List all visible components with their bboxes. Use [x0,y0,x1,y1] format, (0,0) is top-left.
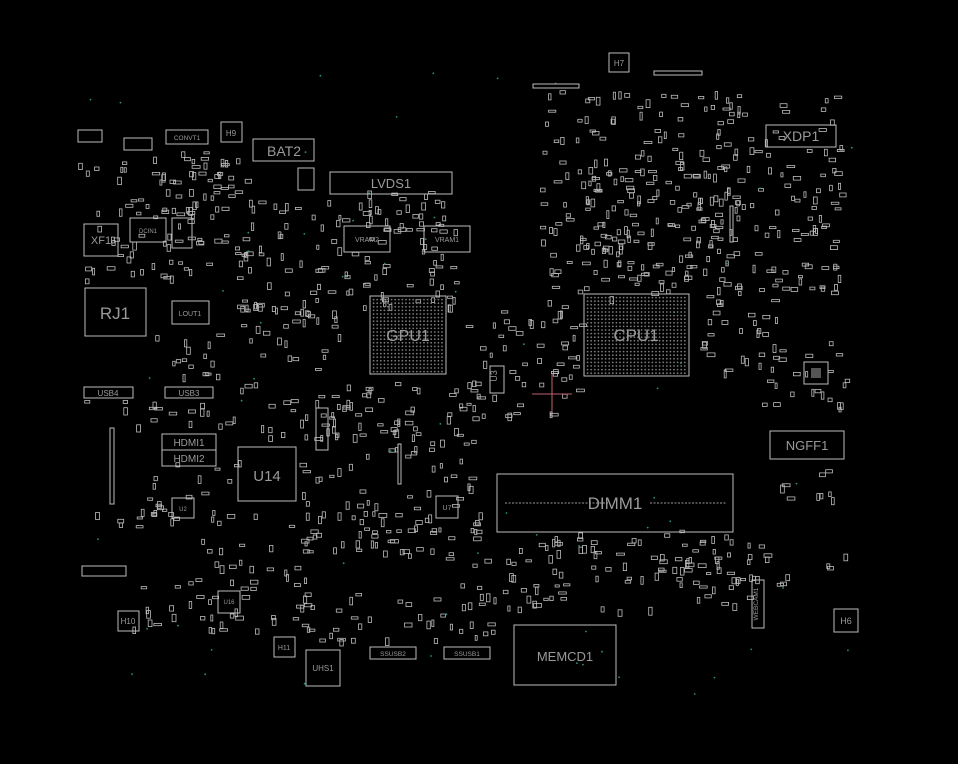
connector-usb4[interactable]: USB4 [83,386,134,399]
passive-pads [78,90,851,647]
component-dcin1[interactable]: DCIN1 [129,217,167,243]
hole-h7-label: H7 [614,59,625,68]
hole-h6[interactable]: H6 [833,608,859,633]
chip-u14[interactable]: U14 [237,446,297,502]
hole-h7[interactable]: H7 [608,52,630,73]
component-xf1-label: XF1 [91,235,111,247]
chip-u2[interactable]: U2 [171,497,195,519]
connector-memcd1-label: MEMCD1 [537,649,593,664]
chip-u7[interactable]: U7 [435,495,459,519]
hole-h9-label: H9 [226,129,237,138]
hole-h11[interactable]: H11 [273,636,296,658]
hole-h10[interactable]: H10 [117,610,140,632]
connector-xdp1-label: XDP1 [783,128,820,144]
chip-vram2-label: VRAM2 [355,237,379,244]
connector-convt1-label: CONVT1 [174,135,201,142]
connector-rj1-label: RJ1 [100,304,130,323]
connector-webcam1-label: WEBCAM1 [753,587,760,620]
chip-vram1[interactable]: VRAM1 [423,225,471,253]
connector-usb3-label: USB3 [179,389,200,398]
chip-u3[interactable]: U3 [489,365,505,394]
connector-ssusb2[interactable]: SSUSB2 [369,646,417,660]
hole-h10-label: H10 [121,617,136,626]
cpu1-ball-grid [586,296,686,375]
chip-u7-label: U7 [443,505,452,512]
gpu1-ball-grid [372,298,443,373]
connector-lvds1[interactable]: LVDS1 [329,171,453,195]
connector-usb4-label: USB4 [98,389,119,398]
connector-dimm1[interactable]: DIMM1 [496,473,734,533]
connector-hdmi1-label: HDMI1 [173,438,205,449]
chip-u3-label: U3 [489,370,499,382]
chip-vram2[interactable]: VRAM2 [343,225,391,253]
chip-cpu1[interactable]: CPU1 [583,293,690,377]
connector-ngff1[interactable]: NGFF1 [769,430,845,460]
connector-lvds1-label: LVDS1 [371,176,411,191]
component-lout1[interactable]: LOUT1 [171,300,210,325]
chip-u16-label: U16 [223,600,235,606]
chip-u14-label: U14 [253,468,281,485]
connector-hdmi2-label: HDMI2 [173,454,205,465]
connector-ssusb1-label: SSUSB1 [454,651,480,658]
connector-uhs1-label: UHS1 [312,664,334,673]
connector-strips [77,70,734,577]
chip-gpu1[interactable]: GPU1 [369,295,447,375]
chip-gpu1-label: GPU1 [386,328,430,345]
connector-ssusb1[interactable]: SSUSB1 [443,646,491,660]
component-dcin1-label: DCIN1 [139,229,158,235]
connector-rj1[interactable]: RJ1 [84,287,147,337]
connector-memcd1[interactable]: MEMCD1 [513,624,617,686]
connector-ngff1-label: NGFF1 [786,438,829,453]
chip-u2-label: U2 [179,507,187,513]
connector-convt1[interactable]: CONVT1 [165,129,209,145]
connector-ssusb2-label: SSUSB2 [380,651,406,658]
chip-square-right[interactable] [803,361,829,385]
connector-hdmi2[interactable]: HDMI2 [161,449,217,467]
connector-bat2[interactable]: BAT2 [252,138,315,162]
connector-bat2-label: BAT2 [267,143,301,159]
hole-h6-label: H6 [840,616,852,626]
chip-vram1-label: VRAM1 [435,237,459,244]
connector-uhs1[interactable]: UHS1 [305,649,341,687]
chip-u16[interactable]: U16 [217,590,241,614]
component-xf1[interactable]: XF1 [83,223,119,257]
connector-xdp1[interactable]: XDP1 [765,124,837,148]
chip-cpu1-label: CPU1 [613,326,658,345]
crosshair-cursor [532,374,572,412]
connector-webcam1[interactable]: WEBCAM1 [751,579,765,629]
hole-h11-label: H11 [278,645,290,652]
hole-h9[interactable]: H9 [220,121,243,143]
component-lout1-label: LOUT1 [179,311,202,318]
connector-usb3[interactable]: USB3 [164,386,214,399]
connector-dimm1-label: DIMM1 [588,494,643,513]
